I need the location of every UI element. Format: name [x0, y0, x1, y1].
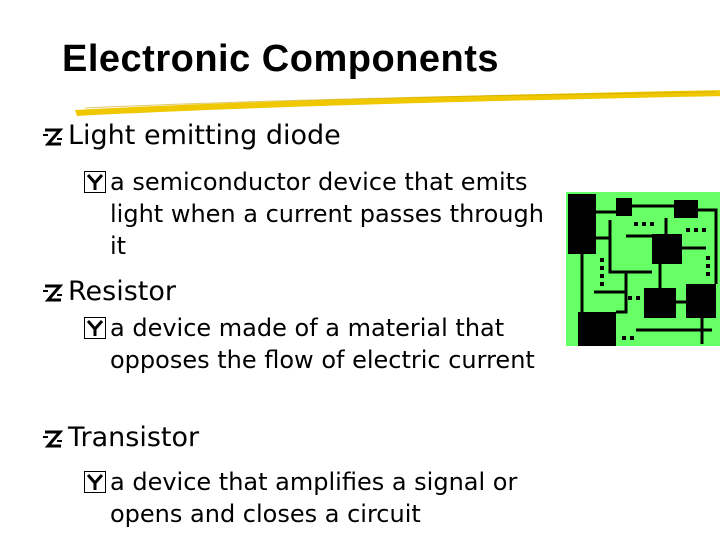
item-term: Resistor [68, 276, 176, 307]
y-bullet-icon [84, 471, 106, 493]
list-item: Light emitting diode [42, 120, 341, 151]
y-bullet-icon [84, 171, 106, 193]
z-bullet-icon [43, 128, 64, 146]
y-bullet-icon [84, 317, 106, 339]
z-bullet-icon [43, 284, 64, 302]
list-item: Transistor [42, 422, 199, 453]
item-definition: a semiconductor device that emits light … [110, 168, 544, 260]
title-underline [75, 90, 720, 116]
list-subitem: a device that amplifies a signal or open… [84, 466, 550, 530]
item-term: Light emitting diode [68, 120, 341, 151]
slide-title: Electronic Components [62, 38, 499, 80]
item-definition: a device that amplifies a signal or open… [110, 468, 518, 528]
list-subitem: a semiconductor device that emits light … [84, 166, 550, 262]
circuit-board-icon [566, 192, 720, 346]
z-bullet-icon [43, 430, 64, 448]
item-definition: a device made of a material that opposes… [110, 314, 535, 374]
item-term: Transistor [68, 422, 200, 453]
list-subitem: a device made of a material that opposes… [84, 312, 550, 376]
list-item: Resistor [42, 276, 176, 307]
